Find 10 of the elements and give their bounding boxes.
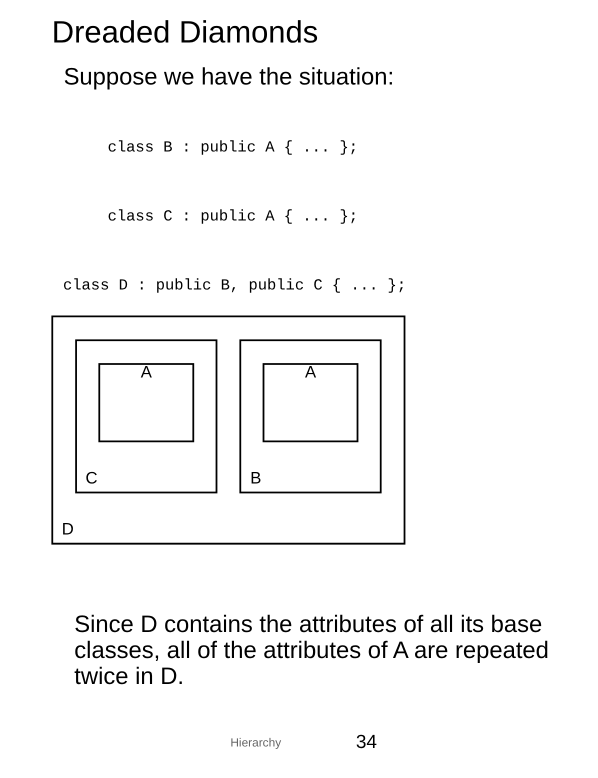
label: class C : public A { ... }; (107, 208, 358, 226)
diagram-title: Dreaded Diamonds (51, 14, 318, 50)
node-box: A (98, 363, 194, 442)
label: Suppose we have the situation: (63, 63, 394, 90)
label: class B : public A { ... }; (107, 138, 358, 156)
label: 34 (355, 732, 377, 754)
label: Since D contains the attributes of all its base classes, all of the attributes of A are repeated twice in D. (74, 610, 548, 690)
label: class D : public B, public C { ... }; (62, 276, 406, 295)
node-box: A (262, 363, 358, 442)
label: Hierarchy (230, 736, 281, 750)
